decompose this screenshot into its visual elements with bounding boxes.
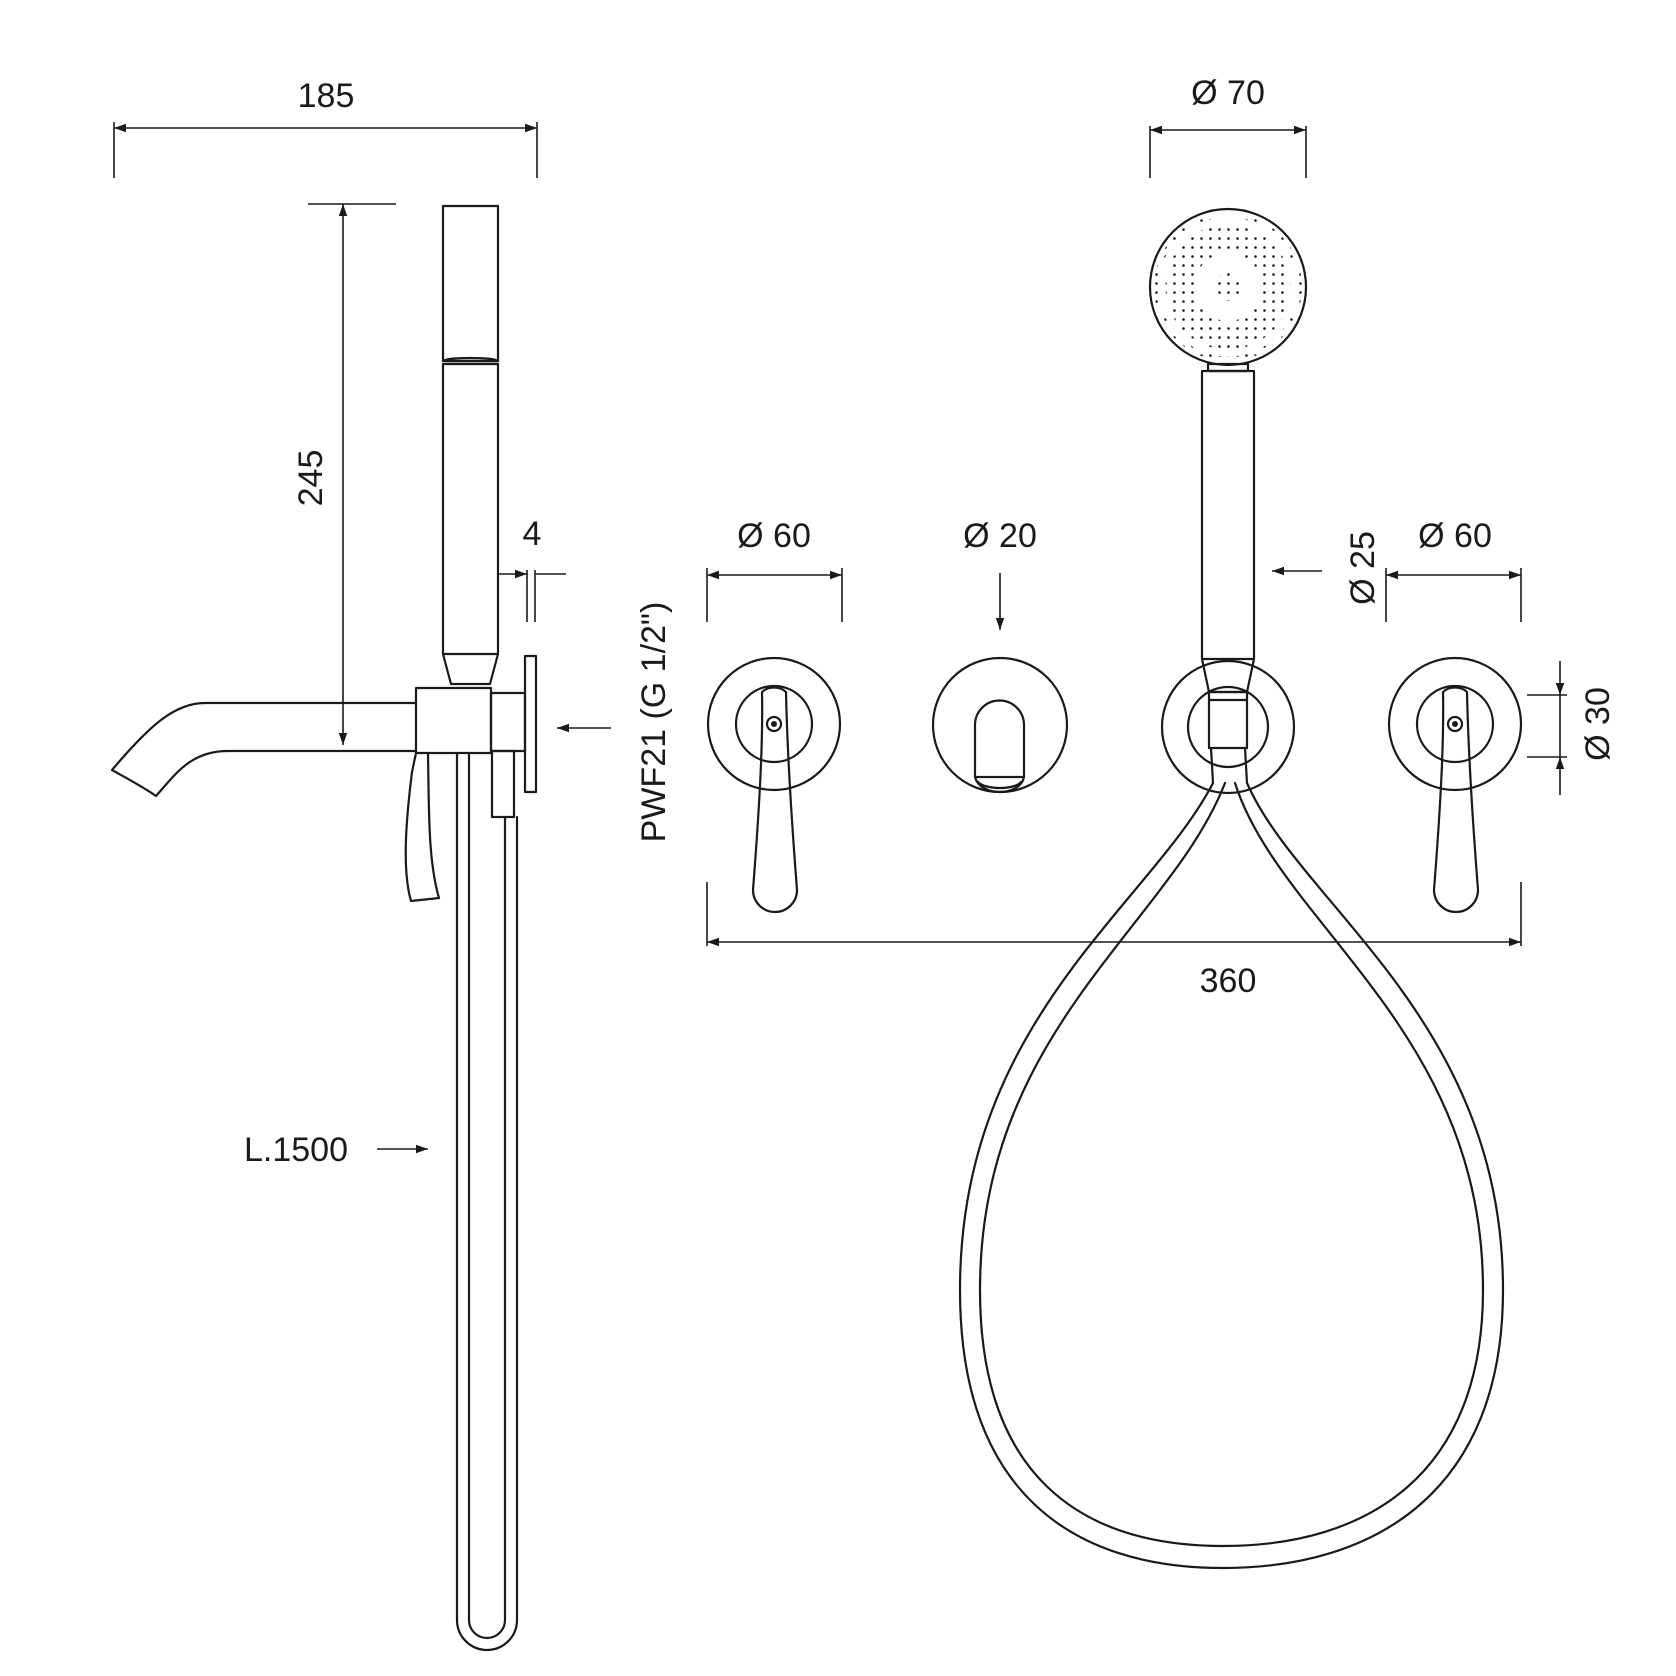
holder-front (1160, 659, 1296, 795)
hose-side-inner (467, 751, 507, 1640)
dimension-label: Ø 70 (1191, 74, 1265, 112)
hose-loop-outer (958, 781, 1505, 1570)
dimension-label: 4 (523, 515, 542, 553)
dimension-label: Ø 25 (1344, 531, 1382, 605)
dimension-dia-25: Ø 25 (1272, 531, 1382, 605)
dimension-label: Ø 60 (737, 517, 811, 555)
lever-side (404, 751, 441, 903)
connection-label: PWF21 (G 1/2") (635, 602, 673, 843)
handshower-side (441, 204, 500, 686)
handshower-front (1148, 207, 1308, 694)
dimension-label: Ø 30 (1579, 687, 1617, 761)
hose-length-label: L.1500 (244, 1131, 428, 1169)
holder-block (414, 654, 538, 819)
hose-loop-inner (978, 781, 1485, 1548)
dimension-height-245: 245 (292, 203, 396, 745)
side-view: 185 245 4 (110, 77, 611, 1652)
dimension-width-185: 185 (113, 77, 538, 178)
hose-side (455, 751, 519, 1652)
dimension-label: Ø 20 (963, 517, 1037, 555)
dimension-thickness-4: 4 (497, 515, 566, 622)
dimension-label: L.1500 (244, 1131, 348, 1169)
front-view: PWF21 (G 1/2") Ø 60 Ø 20 (635, 74, 1617, 1570)
dimension-width-360: 360 (706, 882, 1522, 1000)
dimension-label: 245 (292, 450, 330, 507)
dimension-label: 360 (1200, 962, 1257, 1000)
dimension-label: Ø 60 (1418, 517, 1492, 555)
spout-side (110, 701, 418, 798)
dimension-dia-30: Ø 30 (1527, 661, 1617, 795)
dimension-dia-60-right: Ø 60 (1385, 517, 1522, 622)
dimension-label: 185 (298, 77, 355, 115)
spout-front (931, 656, 1069, 794)
dimension-dia-70: Ø 70 (1149, 74, 1307, 178)
mixer-left (706, 656, 842, 914)
dimension-dia-60-left: Ø 60 (706, 517, 843, 622)
mixer-right (1387, 656, 1523, 914)
dimension-dia-20: Ø 20 (963, 517, 1037, 630)
